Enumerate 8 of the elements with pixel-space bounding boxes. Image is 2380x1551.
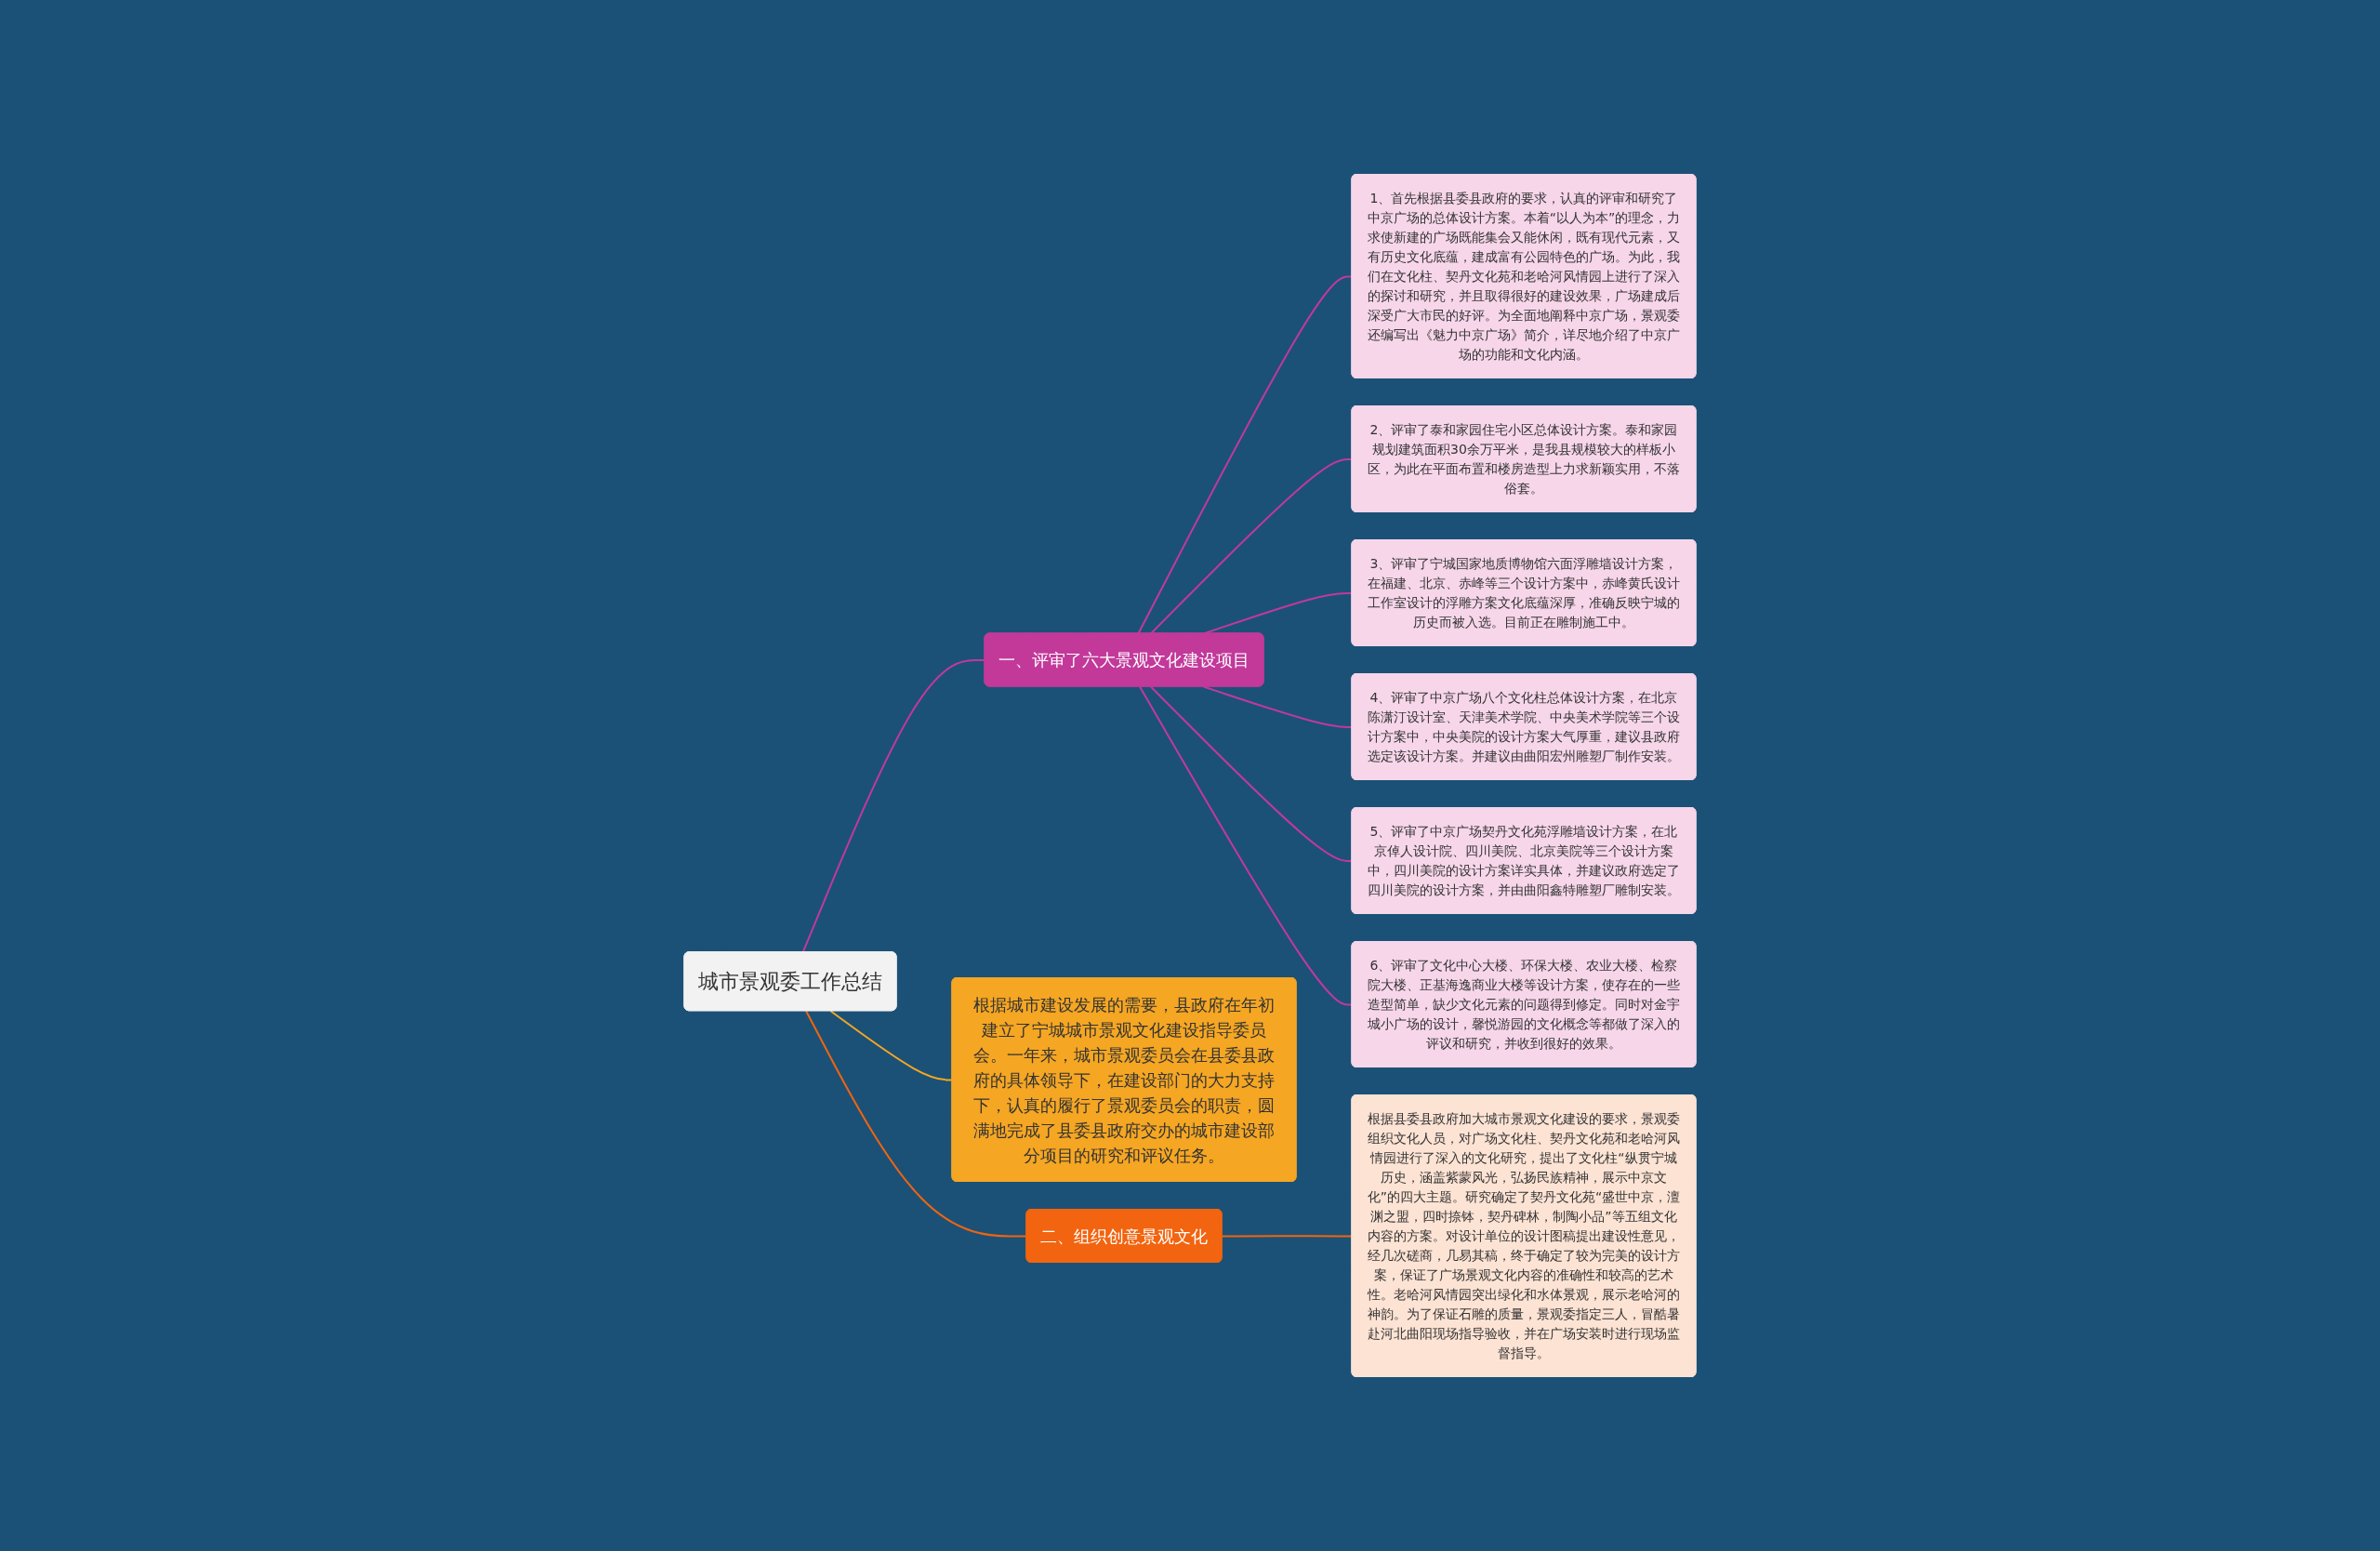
connector	[1139, 685, 1354, 1006]
connector	[1137, 275, 1354, 635]
connector	[805, 1010, 1028, 1238]
connector	[1149, 457, 1354, 635]
connector	[829, 1010, 954, 1081]
connector	[1149, 685, 1354, 862]
connector	[1221, 1235, 1354, 1238]
connector	[1202, 685, 1354, 728]
